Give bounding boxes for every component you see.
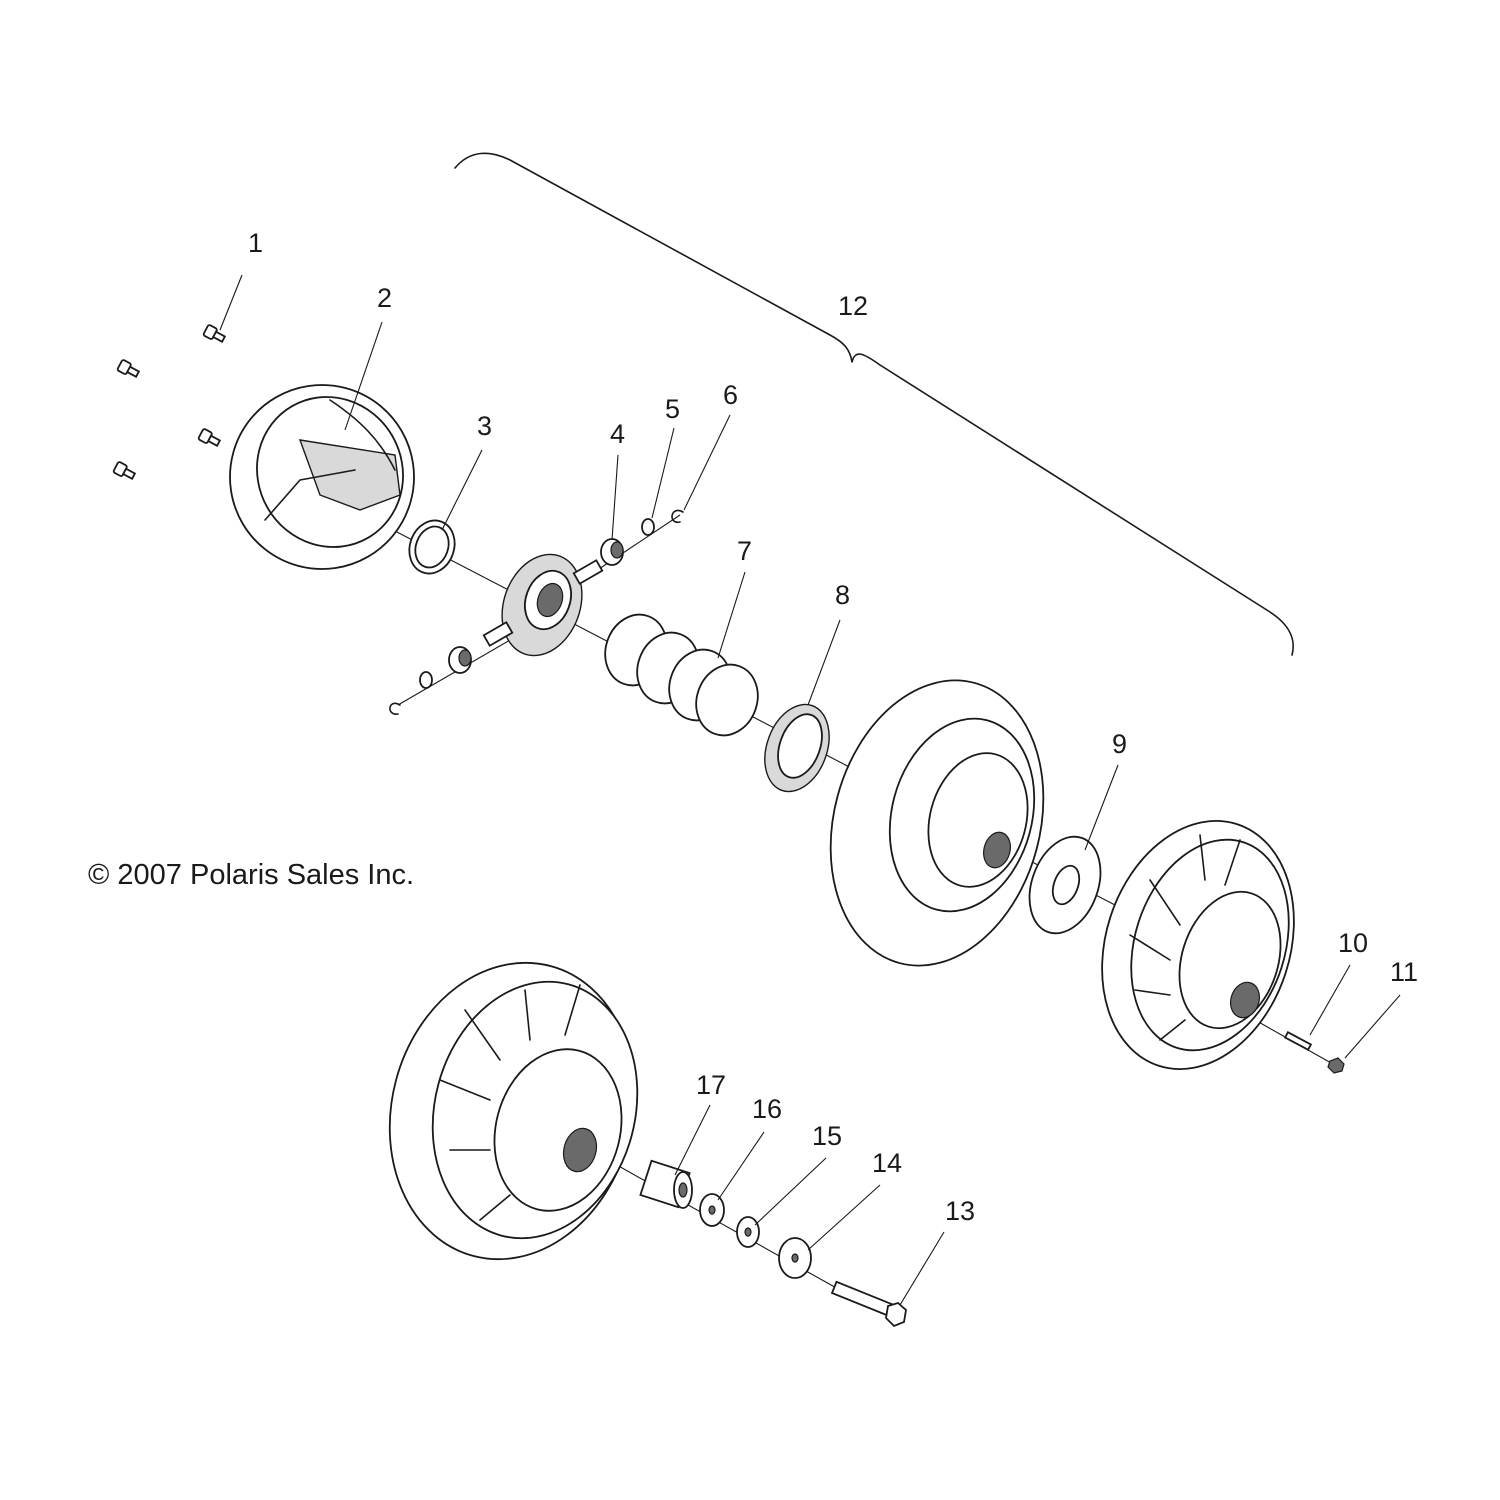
callout-13: 13	[945, 1196, 975, 1226]
axis-line-small-2	[589, 514, 681, 576]
callout-7: 7	[737, 536, 752, 566]
pin-part	[1283, 1031, 1313, 1051]
snap-ring	[408, 519, 456, 575]
axis-line-small	[397, 639, 511, 706]
callout-10: 10	[1338, 928, 1368, 958]
callout-15: 15	[812, 1121, 842, 1151]
clutch-cover-left	[388, 961, 639, 1261]
leader-lines	[219, 274, 1401, 1306]
moveable-sheave	[829, 679, 1045, 967]
callout-12: 12	[838, 291, 868, 321]
callout-14: 14	[872, 1148, 902, 1178]
washer-15	[736, 1216, 760, 1248]
nut-part	[1327, 1057, 1345, 1074]
callout-1: 1	[248, 228, 263, 258]
callout-4: 4	[610, 419, 625, 449]
callout-9: 9	[1112, 729, 1127, 759]
spring-part	[604, 613, 759, 737]
callout-2: 2	[377, 283, 392, 313]
cover-part	[229, 384, 415, 570]
callout-5: 5	[665, 394, 680, 424]
callout-labels: 1 2 3 4 5 6 7 8 9 10 11 12 13 14 15 16 1…	[248, 228, 1418, 1226]
shim-washer	[1028, 835, 1102, 935]
bushing-ring	[764, 703, 830, 793]
callout-3: 3	[477, 411, 492, 441]
bushing-cylinder	[639, 1159, 693, 1209]
washer-14	[778, 1237, 812, 1279]
assembly-bracket	[454, 152, 1294, 656]
callout-6: 6	[723, 380, 738, 410]
copyright-text: © 2007 Polaris Sales Inc.	[88, 859, 414, 891]
washer-16	[699, 1193, 725, 1227]
bolt-part	[830, 1280, 907, 1328]
roller-parts	[448, 538, 624, 674]
callout-8: 8	[835, 580, 850, 610]
clutch-cover-right	[1101, 820, 1295, 1070]
callout-16: 16	[752, 1094, 782, 1124]
callout-17: 17	[696, 1070, 726, 1100]
washer-small-parts	[419, 518, 655, 689]
callout-11: 11	[1390, 957, 1418, 987]
clip-parts	[389, 509, 684, 715]
spider-hub	[482, 553, 604, 657]
screw-group	[112, 324, 227, 480]
